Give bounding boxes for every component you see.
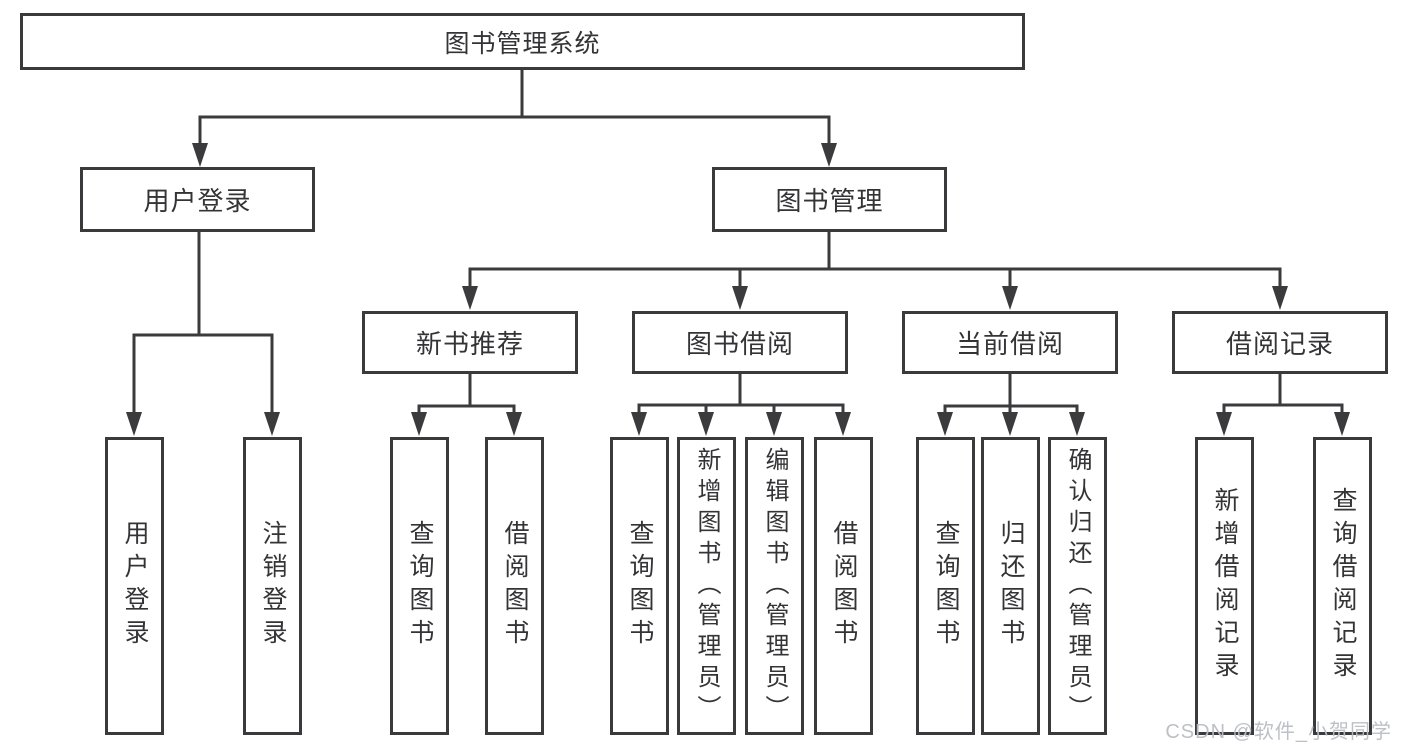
node-library-management-system: 图书管理系统 (20, 13, 1025, 70)
node-book-management: 图书管理 (712, 167, 947, 232)
connector-root-to-level2 (192, 70, 837, 167)
leaf-query-books-current: 查询图书 (916, 437, 975, 735)
node-borrowing-records: 借阅记录 (1172, 311, 1388, 374)
node-current-borrowing: 当前借阅 (902, 311, 1118, 374)
connector-book-management-children (462, 232, 1288, 310)
leaf-query-books-recommend: 查询图书 (390, 437, 449, 735)
leaf-query-books-borrow: 查询图书 (610, 437, 669, 735)
leaf-confirm-return-admin: 确认归还（管理员） (1048, 437, 1107, 735)
node-new-book-recommendation: 新书推荐 (362, 311, 578, 374)
connector-new-book-children (411, 374, 522, 436)
leaf-user-login: 用户登录 (105, 437, 164, 735)
leaf-borrow-books-recommend: 借阅图书 (485, 437, 544, 735)
leaf-edit-books-admin: 编辑图书（管理员） (745, 437, 804, 735)
leaf-add-books-admin: 新增图书（管理员） (677, 437, 736, 735)
connector-borrow-record-children (1216, 374, 1350, 436)
leaf-add-borrow-record: 新增借阅记录 (1195, 437, 1254, 735)
node-book-borrowing: 图书借阅 (632, 311, 848, 374)
leaf-query-borrow-record: 查询借阅记录 (1313, 437, 1372, 735)
leaf-borrow-books: 借阅图书 (814, 437, 873, 735)
leaf-return-books: 归还图书 (981, 437, 1040, 735)
csdn-watermark: CSDN @软件_小贺同学 (1165, 721, 1392, 743)
connector-current-borrow-children (937, 374, 1085, 436)
node-user-login: 用户登录 (80, 167, 315, 232)
leaf-logout: 注销登录 (243, 437, 302, 735)
connector-user-login-children (126, 232, 280, 436)
connector-book-borrow-children (631, 374, 851, 436)
